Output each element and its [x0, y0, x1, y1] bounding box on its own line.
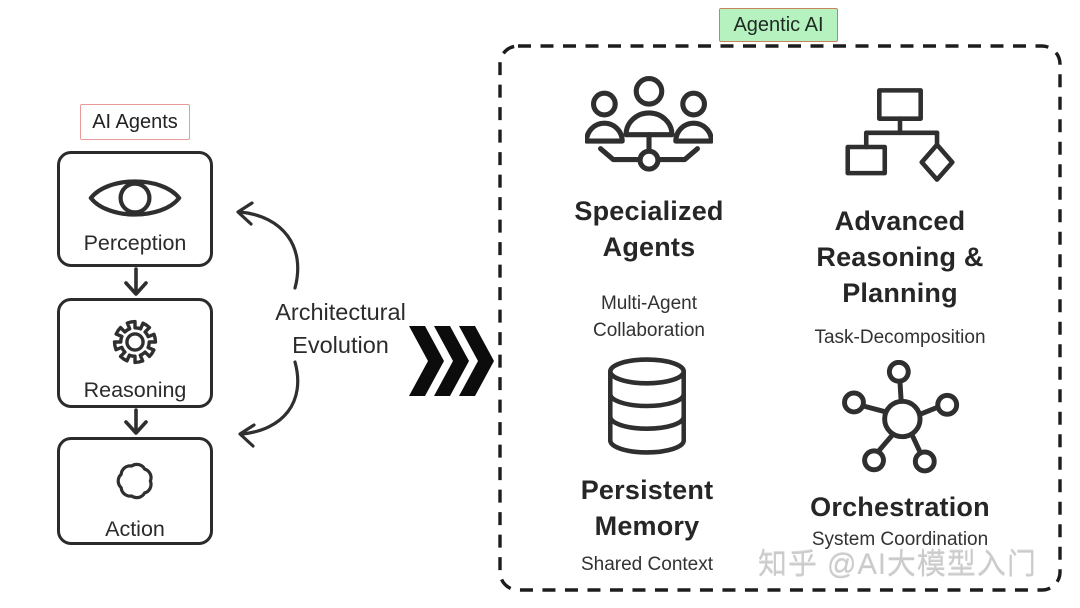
reasoning-box: Reasoning [57, 298, 213, 408]
quadrant-persistent-memory: Persistent Memory Shared Context [552, 356, 742, 579]
agentic-ai-label: Agentic AI [719, 8, 838, 42]
perception-label: Perception [83, 231, 187, 255]
advanced-reasoning-title: Advanced Reasoning & Planning [816, 206, 984, 309]
persistent-memory-title: Persistent Memory [580, 475, 714, 542]
action-box: Action [57, 437, 213, 545]
specialized-agents-title: Specialized Agents [574, 196, 724, 263]
cloud-icon [103, 450, 167, 512]
evolution-caption: Architectural Evolution [275, 299, 406, 359]
persistent-memory-subtitle: Shared Context [580, 554, 714, 576]
curved-arrow-down-icon [238, 360, 300, 448]
reasoning-label: Reasoning [83, 378, 187, 402]
curved-arrow-up-icon [236, 201, 300, 290]
down-arrow-icon [124, 267, 148, 296]
network-icon [837, 359, 963, 483]
perception-box: Perception [57, 151, 213, 267]
advanced-reasoning-subtitle: Task-Decomposition [814, 326, 986, 348]
dashed-border [498, 44, 1062, 592]
ai-agents-label: AI Agents [80, 104, 190, 140]
down-arrow-icon [124, 408, 148, 435]
ai-agents-label-text: AI Agents [92, 110, 178, 133]
quadrant-advanced-reasoning: Advanced Reasoning & Planning Task-Decom… [788, 86, 1012, 351]
quadrant-orchestration: Orchestration System Coordination [785, 359, 1015, 554]
orchestration-title: Orchestration [810, 492, 990, 522]
quadrant-specialized-agents: Specialized Agents Multi-Agent Collabora… [554, 76, 744, 345]
agentic-ai-label-text: Agentic AI [733, 13, 824, 36]
eye-icon [87, 170, 183, 226]
database-icon [593, 356, 701, 461]
team-icon [583, 76, 715, 183]
watermark-text: 知乎 @AI大模型入门 [758, 549, 1037, 581]
triple-chevron-right-icon [409, 326, 494, 396]
flowchart-icon [840, 86, 960, 189]
agentic-ai-panel: Specialized Agents Multi-Agent Collabora… [498, 44, 1062, 592]
gear-icon [104, 311, 166, 373]
orchestration-subtitle: System Coordination [811, 529, 989, 551]
action-label: Action [105, 517, 165, 541]
specialized-agents-subtitle: Multi-Agent Collaboration [593, 293, 705, 342]
